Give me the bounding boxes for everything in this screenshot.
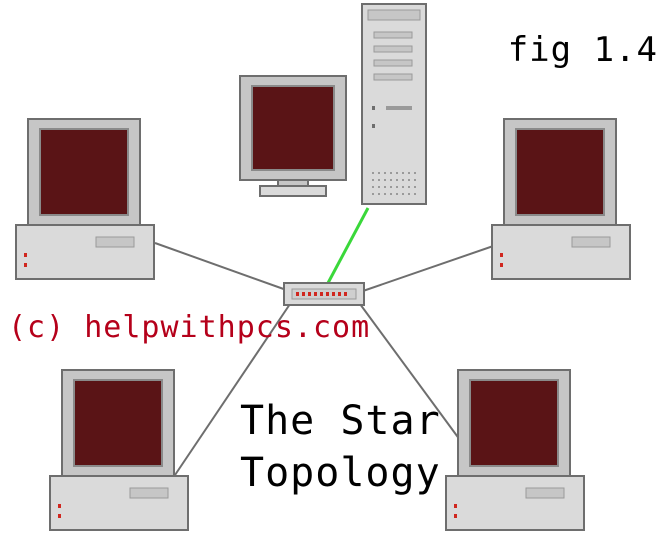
power-led-2: [58, 514, 61, 518]
system-case: [445, 475, 585, 531]
power-led-2: [500, 263, 503, 267]
system-case: [49, 475, 189, 531]
drive-bay: [129, 487, 169, 499]
monitor-screen: [39, 128, 129, 216]
tower-led-2: [372, 124, 375, 128]
workstation-bottom-left: [49, 369, 189, 531]
power-led: [454, 504, 457, 508]
drive-bay: [95, 236, 135, 248]
cable-to-bottom-left: [174, 303, 291, 476]
cable-to-top-right: [359, 242, 503, 293]
diagram-title-line-1: The Star: [240, 398, 441, 444]
power-led: [24, 253, 27, 257]
drive-bay-2: [373, 45, 413, 53]
power-led: [58, 504, 61, 508]
drive-bay-4: [373, 73, 413, 81]
network-cables: [154, 207, 503, 476]
tower-led: [372, 106, 375, 110]
floppy-slot: [386, 106, 412, 110]
network-hub: [283, 282, 365, 306]
monitor-screen: [73, 379, 163, 467]
power-led-2: [454, 514, 457, 518]
workstation-bottom-right: [445, 369, 585, 531]
drive-bay: [525, 487, 565, 499]
system-case: [491, 224, 631, 280]
power-led: [500, 253, 503, 257]
monitor-top-center: [239, 75, 347, 197]
figure-label: fig 1.4: [507, 30, 658, 70]
drive-bay: [571, 236, 611, 248]
server-tower: [361, 3, 427, 205]
system-case: [15, 224, 155, 280]
workstation-top-right: [491, 118, 631, 280]
drive-bay-3: [373, 59, 413, 67]
tower-top: [367, 9, 421, 21]
workstation-top-left: [15, 118, 155, 280]
cable-to-bottom-right: [359, 303, 461, 441]
cable-to-server: [326, 207, 370, 284]
cable-to-top-left: [154, 242, 293, 293]
monitor-screen: [515, 128, 605, 216]
diagram-title-line-2: Topology: [240, 450, 441, 496]
copyright-text: (c) helpwithpcs.com: [8, 310, 371, 345]
monitor-base: [259, 185, 327, 197]
monitor-screen: [251, 85, 335, 171]
vent-grille: [372, 172, 416, 195]
drive-bay-1: [373, 31, 413, 39]
power-led-2: [24, 263, 27, 267]
monitor-screen: [469, 379, 559, 467]
